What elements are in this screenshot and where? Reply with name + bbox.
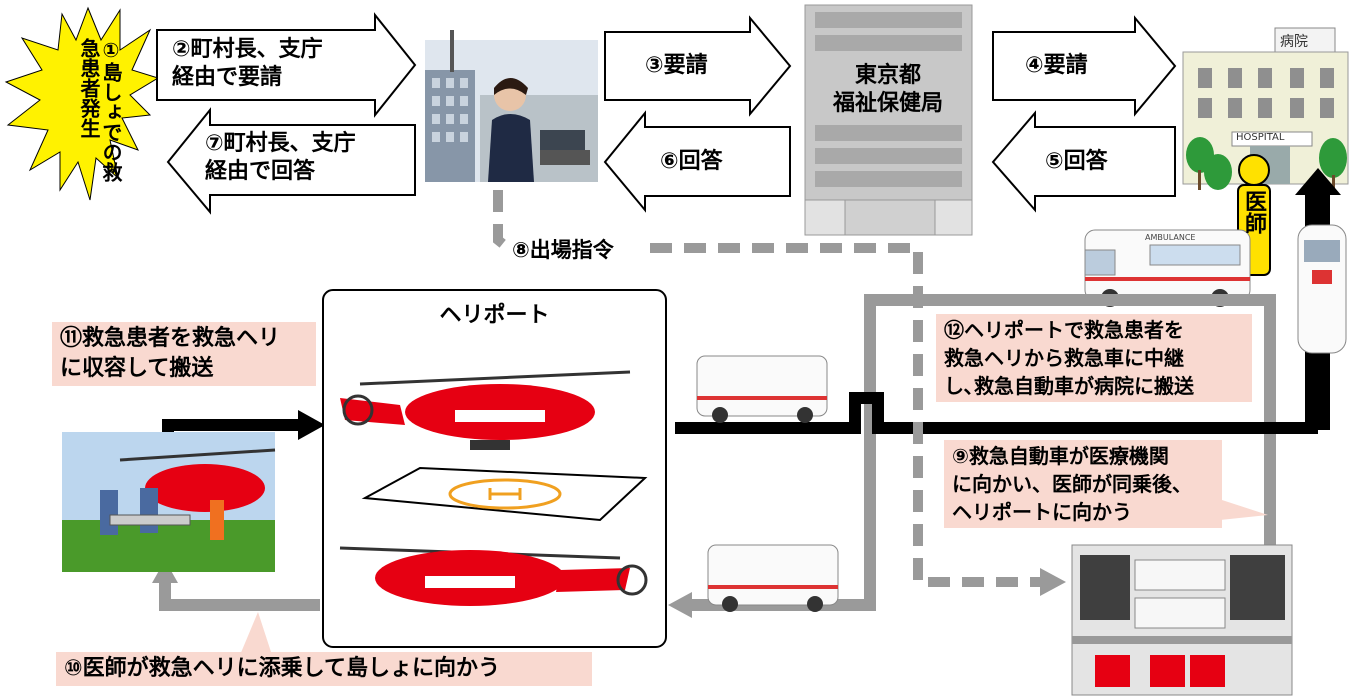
arrow-step6 [603, 110, 791, 213]
fire-station [1071, 544, 1293, 696]
step9-line2: に向かい、医師が同乗後、 [952, 472, 1192, 496]
arrow-step2 [156, 12, 417, 118]
callout10-pointer [240, 612, 272, 655]
step7-line1: ⑦町村長、支庁 [205, 131, 356, 156]
doctor-label: 医師 [1241, 190, 1266, 234]
step9-line1: ⑨救急自動車が医療機関 [952, 444, 1169, 468]
arrow-step5 [991, 110, 1176, 213]
island-rescue-image [62, 432, 276, 572]
step6-label: ⑥回答 [660, 149, 723, 174]
step11-callout: ⑪救急患者を救急ヘリ に収容して搬送 [52, 322, 316, 386]
helicopter-bottom [339, 546, 648, 606]
ambulance-black-route [696, 355, 828, 423]
callout9-pointer [1220, 500, 1268, 520]
step11-line2: に収容して搬送 [60, 356, 214, 381]
arrow-step7 [166, 107, 416, 215]
route-dispatch-head [1040, 568, 1066, 596]
route-black [675, 392, 1318, 434]
route-to-heliport-head [298, 410, 325, 440]
step12-line2: 救急ヘリから救急車に中継 [944, 346, 1184, 370]
step2-line2: 経由で要請 [172, 65, 283, 90]
step9-callout: ⑨救急自動車が医療機関 に向かい、医師が同乗後、 ヘリポートに向かう [944, 440, 1222, 528]
command-center-photo [425, 30, 598, 182]
step8-label: ⑧出場指令 [512, 238, 614, 262]
ambulance-label: AMBULANCE [1145, 233, 1196, 242]
route-to-island [159, 580, 320, 611]
step12-line3: し､救急自動車が病院に搬送 [944, 374, 1194, 398]
starburst-shape [4, 6, 160, 201]
tokyo-line2: 福祉保健局 [832, 91, 943, 116]
heliport-title: ヘリポート [439, 303, 550, 328]
step7-line2: 経由で回答 [205, 159, 316, 184]
step10-callout: ⑩医師が救急ヘリに添乗して島しょに向かう [56, 652, 592, 686]
step1-text: ①島しょでの救急患者発生 [77, 38, 123, 182]
arrow-to-hospital-head [1295, 168, 1341, 195]
step5-label: ⑤回答 [1045, 149, 1108, 174]
tokyo-line1: 東京都 [854, 63, 921, 88]
arrow-step4 [992, 15, 1177, 117]
route-gray-head [668, 592, 692, 618]
tokyo-building [804, 4, 973, 236]
arrow-step3 [604, 15, 792, 117]
helipad [361, 466, 648, 522]
step9-line3: ヘリポートに向かう [952, 500, 1132, 524]
step11-line1: ⑪救急患者を救急ヘリ [60, 326, 281, 351]
step2-label: ②町村長、支庁 経由で要請 [172, 36, 323, 92]
route-dispatch-dashed [493, 190, 1040, 587]
step1-label: ①島しょでの救急患者発生 [62, 38, 123, 198]
step12-line1: ⑫ヘリポートで救急患者を [944, 318, 1184, 342]
hospital-label: HOSPITAL [1236, 132, 1285, 143]
step3-label: ③要請 [645, 53, 708, 78]
helicopter-top [340, 370, 631, 450]
step7-label: ⑦町村長、支庁 経由で回答 [205, 130, 356, 186]
tokyo-welfare-label: 東京都 福祉保健局 [818, 62, 958, 118]
ambulance-gray-route [707, 544, 839, 612]
step4-label: ④要請 [1025, 53, 1088, 78]
hospital-sign: 病院 [1280, 34, 1308, 50]
ambulance-topview [1297, 224, 1347, 354]
step12-callout: ⑫ヘリポートで救急患者を 救急ヘリから救急車に中継 し､救急自動車が病院に搬送 [936, 314, 1252, 402]
step2-line1: ②町村長、支庁 [172, 37, 323, 62]
